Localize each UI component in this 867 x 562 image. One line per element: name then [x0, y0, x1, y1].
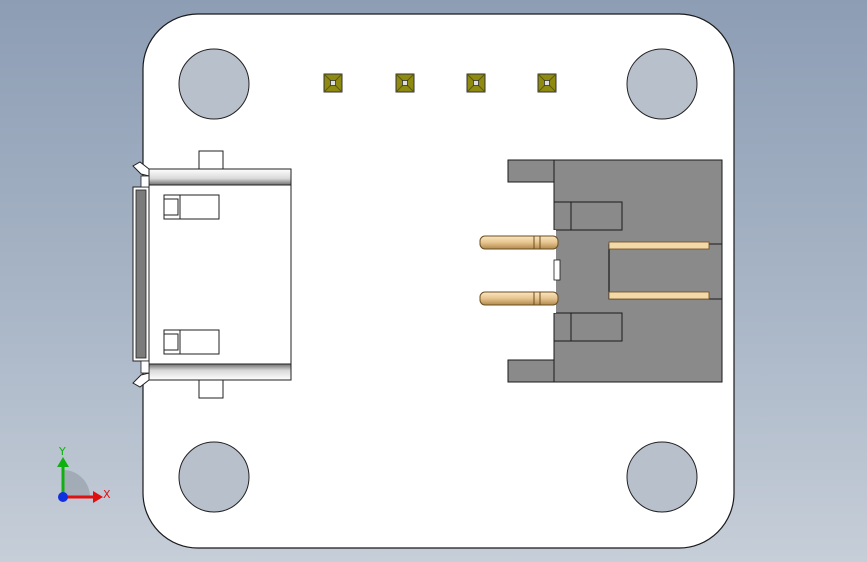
usb-tab-bottom	[198, 379, 224, 399]
header-flange-bottom	[507, 359, 555, 383]
usb-latch-top	[132, 161, 150, 177]
usb-contact-lower	[163, 329, 220, 355]
usb-shell-bottom-edge	[148, 363, 292, 381]
y-axis-label: Y	[58, 445, 66, 458]
x-axis-arrow-icon	[93, 491, 103, 503]
pad-2[interactable]	[395, 73, 415, 93]
triad-xy-plane	[63, 470, 90, 497]
mounting-hole-top-left[interactable]	[178, 48, 250, 120]
pad-3[interactable]	[466, 73, 486, 93]
usb-shell-top-edge	[148, 168, 292, 186]
header-pin-1	[479, 235, 710, 250]
mounting-hole-bottom-left[interactable]	[178, 441, 250, 513]
usb-latch-bottom	[132, 372, 150, 388]
x-axis-label: X	[103, 488, 111, 501]
usb-tab-top	[198, 150, 224, 170]
header-flange-top	[507, 159, 555, 183]
header-cavity	[608, 243, 723, 300]
y-axis-arrow-icon	[57, 457, 69, 467]
usb-contact-upper	[163, 194, 220, 220]
mounting-hole-top-right[interactable]	[626, 48, 698, 120]
axis-triad: X Y	[57, 445, 111, 503]
mounting-hole-bottom-right[interactable]	[626, 441, 698, 513]
z-axis-dot-icon	[58, 492, 68, 502]
pin-header[interactable]	[479, 159, 723, 383]
usb-connector[interactable]	[132, 150, 292, 399]
header-pin-2	[479, 291, 710, 306]
pad-4[interactable]	[537, 73, 557, 93]
pad-1[interactable]	[323, 73, 343, 93]
